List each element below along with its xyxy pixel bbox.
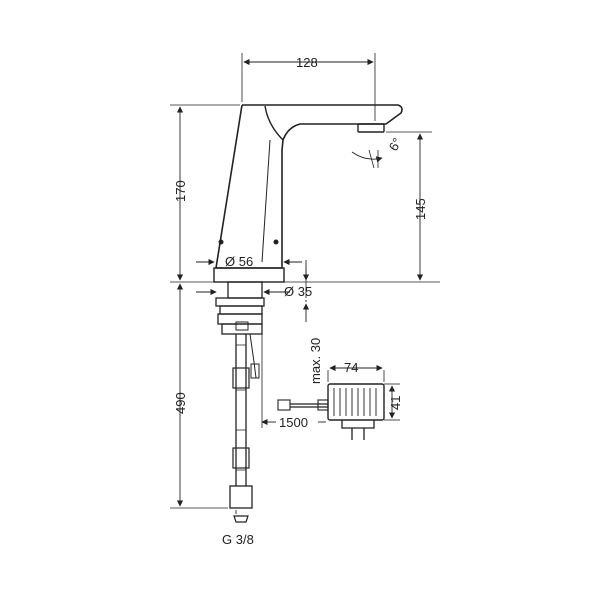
label-adapter-height: 41 bbox=[388, 396, 403, 410]
label-thread: G 3/8 bbox=[222, 532, 254, 547]
label-spout-length: 128 bbox=[296, 55, 318, 70]
supply-hose bbox=[229, 333, 260, 523]
dimension-lines bbox=[176, 58, 424, 514]
extension-lines bbox=[170, 53, 440, 509]
label-hole-diameter: Ø 35 bbox=[284, 284, 312, 299]
label-height-total: 170 bbox=[173, 180, 188, 202]
label-cable-length: 1500 bbox=[279, 415, 308, 430]
dimension-labels: 128 170 145 6° Ø 56 Ø 35 490 max. 30 74 … bbox=[173, 55, 428, 547]
label-angle: 6° bbox=[386, 135, 405, 153]
label-hose-length-total: 490 bbox=[173, 392, 188, 414]
mounting-shank bbox=[215, 281, 265, 335]
label-spout-height: 145 bbox=[413, 198, 428, 220]
label-max-thickness: max. 30 bbox=[308, 338, 323, 384]
label-adapter-width: 74 bbox=[344, 360, 358, 375]
label-body-diameter: Ø 56 bbox=[225, 254, 253, 269]
power-adapter bbox=[277, 383, 385, 440]
